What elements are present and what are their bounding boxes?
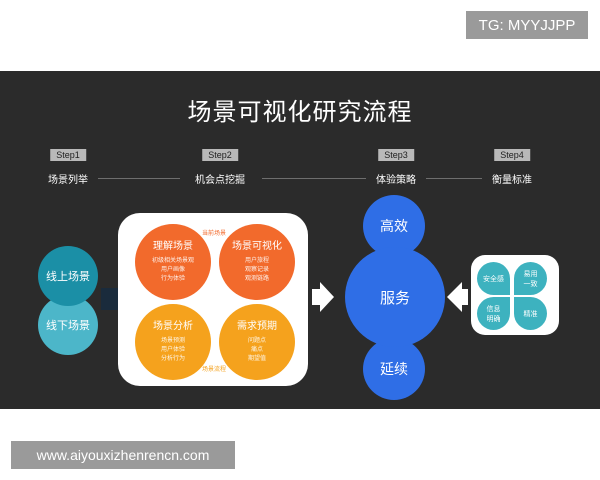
watermark-top: TG: MYYJJPP: [466, 11, 588, 39]
circle-offline-label: 线下场景: [46, 319, 90, 332]
predict-line-3: 期望值: [247, 355, 266, 362]
predict-title: 需求预期: [237, 321, 277, 332]
step1-label: 场景列举: [48, 175, 88, 186]
petal-usability: 易用 一致: [514, 262, 547, 295]
step4-tag: Step4: [494, 149, 530, 161]
circle-online-scene: 线上场景: [38, 246, 98, 306]
circle-efficient: 高效: [363, 195, 425, 257]
diagram-title: 场景可视化研究流程: [187, 98, 413, 126]
circle-service: 服务: [345, 247, 445, 347]
arrow-box-to-center-icon: [312, 282, 334, 312]
step-connector-3: [426, 178, 482, 179]
step2-label: 机会点挖掘: [195, 175, 245, 186]
analyze-line-2: 用户体验: [160, 346, 185, 353]
arrow-right-to-center-icon: [447, 282, 468, 312]
continuity-label: 延续: [380, 362, 408, 378]
efficient-label: 高效: [380, 219, 408, 235]
watermark-bottom: www.aiyouxizhenrencn.com: [11, 441, 235, 469]
circle-visualize-scene: 场景可视化 用户旅程 观察记录 观测链路: [219, 224, 295, 300]
circle-understand-scene: 理解场景 初级相关场景观 用户画像 行为体验: [135, 224, 211, 300]
step3-label: 体验策略: [376, 175, 416, 186]
step-connector-1: [98, 178, 180, 179]
predict-line-2: 痛点: [250, 346, 263, 353]
predict-line-1: 问题点: [247, 337, 266, 344]
circle-continuity: 延续: [363, 338, 425, 400]
step2-tag: Step2: [202, 149, 238, 161]
step3-tag: Step3: [378, 149, 414, 161]
petal-usability-label: 易用 一致: [523, 269, 538, 288]
circle-online-label: 线上场景: [46, 270, 90, 283]
analyze-line-1: 场景预测: [160, 337, 185, 344]
visualize-line-1: 用户旅程: [244, 257, 269, 264]
petal-accuracy: 精准: [514, 297, 547, 330]
step1-tag: Step1: [50, 149, 86, 161]
label-current-scene: 当前场景: [202, 230, 227, 237]
circle-analyze-scene: 场景分析 场景预测 用户体验 分析行为: [135, 304, 211, 380]
understand-title: 理解场景: [153, 241, 193, 252]
petal-security: 安全感: [477, 262, 510, 295]
step4-label: 衡量标准: [492, 175, 532, 186]
step-connector-2: [262, 178, 366, 179]
analyze-title: 场景分析: [153, 321, 193, 332]
visualize-line-2: 观察记录: [244, 266, 269, 273]
service-label: 服务: [379, 288, 410, 307]
petal-accuracy-label: 精准: [523, 309, 538, 318]
circle-predict-demand: 需求预期 问题点 痛点 期望值: [219, 304, 295, 380]
visualize-title: 场景可视化: [232, 241, 282, 252]
label-scene-flow: 场景流程: [202, 366, 227, 373]
understand-line-3: 行为体验: [160, 275, 185, 282]
analyze-line-3: 分析行为: [160, 355, 185, 362]
petal-clarity-label: 信息 明确: [486, 304, 501, 323]
visualize-line-3: 观测链路: [244, 275, 269, 282]
circle-offline-scene: 线下场景: [38, 295, 98, 355]
understand-line-2: 用户画像: [160, 266, 185, 273]
understand-line-1: 初级相关场景观: [151, 257, 194, 264]
petal-clarity: 信息 明确: [477, 297, 510, 330]
petal-security-label: 安全感: [483, 274, 504, 283]
